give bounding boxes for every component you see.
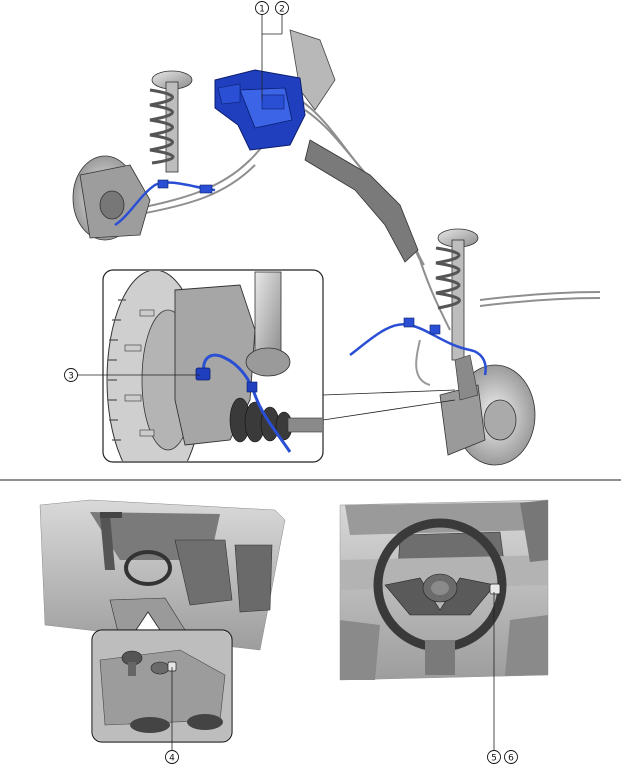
svg-text:2: 2 <box>279 5 285 15</box>
callout-4: 4 <box>165 667 179 764</box>
dashboard-illustration <box>339 499 549 681</box>
svg-text:4: 4 <box>169 754 175 764</box>
svg-text:3: 3 <box>68 372 74 382</box>
inset-pointer <box>322 389 456 421</box>
svg-text:1: 1 <box>259 5 265 15</box>
callout-1: 1 <box>255 1 269 15</box>
callout-6: 6 <box>504 750 518 764</box>
dash-switch-panel <box>489 583 501 595</box>
svg-text:5: 5 <box>491 754 497 764</box>
front-right-sensor-harness <box>349 322 487 376</box>
front-left-strut <box>149 70 193 173</box>
inset-sensor-harness <box>202 353 292 453</box>
callout-2: 2 <box>275 1 289 15</box>
sensor-detail-inset <box>102 269 324 463</box>
front-left-knuckle <box>72 155 151 241</box>
wheel-speed-sensor <box>195 367 211 381</box>
cabin-console-illustration <box>39 499 286 651</box>
dsc-hu-cm-unit <box>214 69 306 151</box>
chassis-illustration <box>72 29 601 466</box>
callout-1-2-leader <box>261 15 283 100</box>
callout-5: 5 <box>487 750 501 764</box>
callout-3: 3 <box>64 368 200 382</box>
front-right-brake <box>439 354 536 466</box>
front-right-strut <box>435 228 479 361</box>
front-left-sensor-harness <box>114 181 216 227</box>
body-crossmember <box>304 139 419 263</box>
console-detail-inset <box>91 629 233 743</box>
svg-text:6: 6 <box>508 754 514 764</box>
